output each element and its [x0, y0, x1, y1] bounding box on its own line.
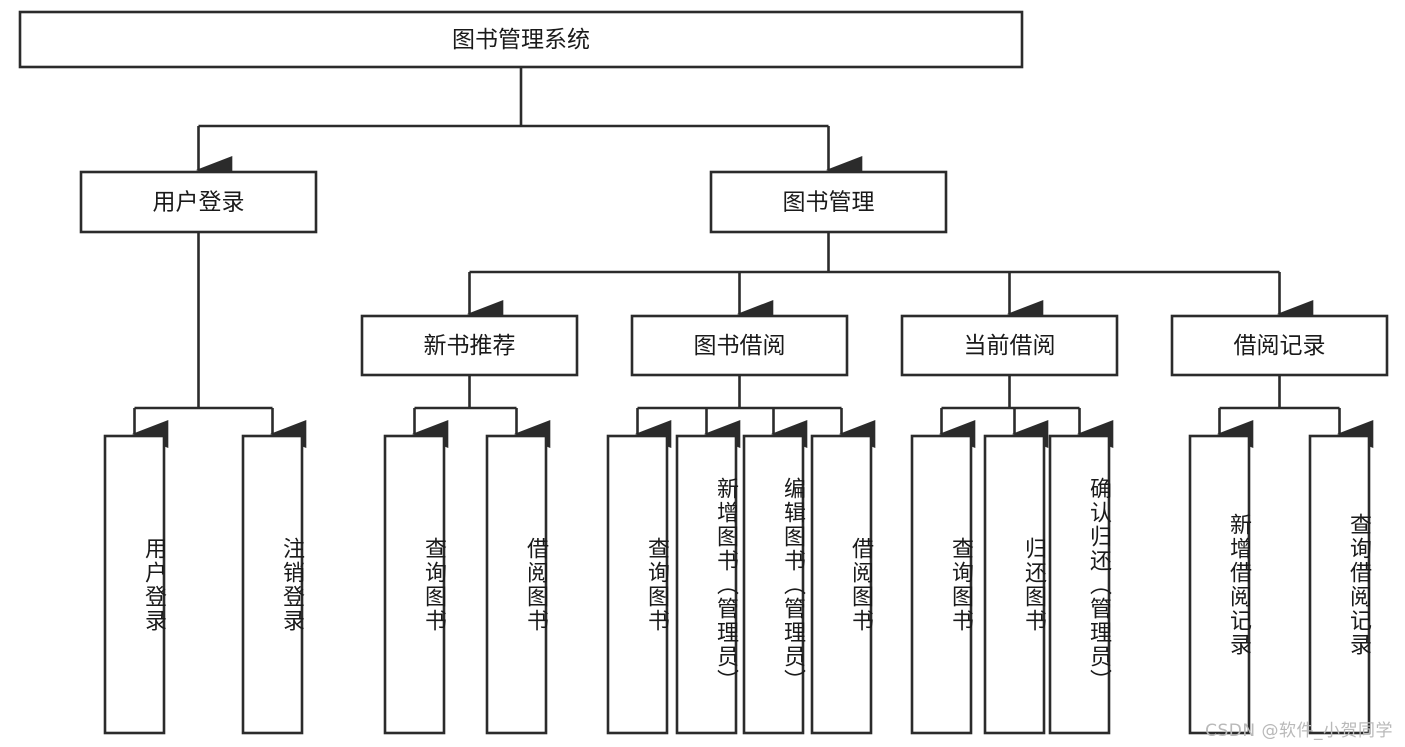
node-leaf-return-book[interactable]: [983, 434, 1046, 735]
connector-layer: [131, 67, 1374, 449]
node-label: 图书借阅: [694, 333, 786, 359]
node-label: 新书推荐: [424, 333, 516, 359]
csdn-watermark: CSDN @软件_小贺同学: [1205, 721, 1393, 741]
node-leaf-user-login[interactable]: [103, 434, 166, 735]
node-leaf-query-book-1[interactable]: [383, 434, 446, 735]
node-leaf-query-book-2[interactable]: [606, 434, 669, 735]
node-label: 用户登录: [153, 190, 245, 216]
node-leaf-borrow-book-2[interactable]: [810, 434, 873, 735]
node-leaf-add-record[interactable]: [1188, 434, 1251, 735]
node-leaf-query-record[interactable]: [1308, 434, 1371, 735]
node-label: 图书管理系统: [452, 27, 590, 53]
node-book-borrow[interactable]: 图书借阅: [630, 314, 849, 377]
node-leaf-add-book[interactable]: [675, 434, 738, 735]
node-user-login[interactable]: 用户登录: [79, 170, 318, 234]
node-root[interactable]: 图书管理系统: [18, 10, 1024, 69]
node-leaf-logout[interactable]: [241, 434, 304, 735]
node-label: 借阅记录: [1234, 333, 1326, 359]
node-new-book-rec[interactable]: 新书推荐: [360, 314, 579, 377]
node-book-manage[interactable]: 图书管理: [709, 170, 948, 234]
node-leaf-borrow-book-1[interactable]: [485, 434, 548, 735]
node-leaf-confirm-return[interactable]: [1048, 434, 1111, 735]
node-label: 图书管理: [783, 190, 875, 216]
node-leaf-edit-book[interactable]: [742, 434, 805, 735]
node-borrow-record[interactable]: 借阅记录: [1170, 314, 1389, 377]
node-current-borrow[interactable]: 当前借阅: [900, 314, 1119, 377]
node-label: 当前借阅: [964, 333, 1056, 359]
node-leaf-query-book-3[interactable]: [910, 434, 973, 735]
